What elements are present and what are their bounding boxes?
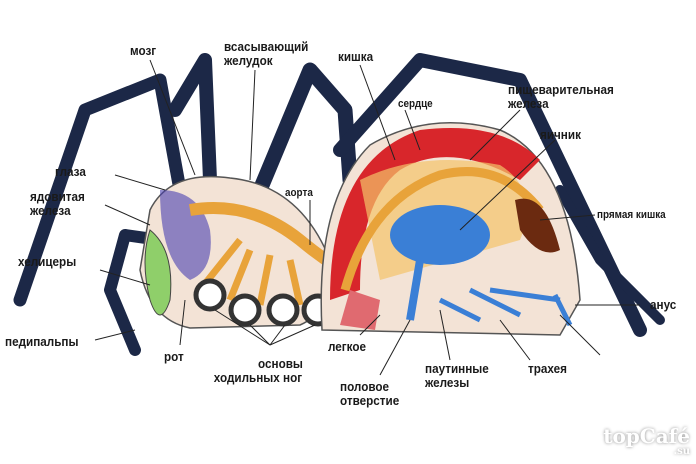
ovary: [390, 205, 490, 265]
label-legs-line1: основы: [258, 356, 303, 371]
label-genital-line2: отверстие: [340, 393, 400, 408]
label-pedipalps: педипальпы: [5, 334, 79, 349]
label-mouth: рот: [164, 349, 184, 364]
chelicera: [144, 229, 172, 316]
label-intestine: кишка: [338, 49, 374, 64]
intestine: [340, 167, 544, 292]
label-stomach-line1: всасывающий: [224, 39, 309, 54]
leg-5: [555, 185, 665, 325]
label-aorta: аорта: [285, 187, 313, 199]
label-legs-line2: ходильных ног: [213, 370, 303, 385]
label-anus: анус: [650, 297, 677, 312]
leg-1: [13, 73, 187, 307]
label-digestive-line2: железа: [508, 96, 549, 111]
rectum: [515, 198, 560, 253]
leg-2: [168, 53, 217, 187]
watermark-logo: topCafé.su: [603, 424, 690, 457]
label-stomach-line2: желудок: [224, 53, 273, 68]
watermark-sub: .su: [673, 446, 690, 457]
lung: [340, 290, 380, 330]
label-genital-line1: половое: [340, 379, 390, 394]
spinnerets: [438, 287, 573, 327]
label-rectum: прямая кишка: [597, 209, 666, 221]
leg-bases: [193, 278, 335, 327]
label-heart: сердце: [398, 98, 433, 110]
label-venom-line1: ядовитая: [30, 189, 85, 204]
label-trachea: трахея: [528, 361, 567, 376]
label-chelicerae: хелицеры: [18, 254, 77, 269]
leg-3: [252, 62, 358, 198]
abdomen: [320, 122, 581, 336]
leg-4: [333, 53, 647, 337]
label-ovary: яичник: [540, 127, 581, 142]
label-lung: легкое: [328, 339, 367, 354]
label-spinnerets-line2: железы: [425, 375, 470, 390]
label-spinnerets-line1: паутинные: [425, 361, 489, 376]
label-eyes: глаза: [55, 164, 86, 179]
label-venom-line2: железа: [30, 203, 71, 218]
watermark-main: topCafé: [603, 424, 690, 448]
leader-lines: [94, 59, 640, 376]
pedipalp: [104, 229, 166, 356]
legs: [13, 53, 665, 356]
label-brain: мозг: [130, 43, 157, 58]
label-digestive-line1: пищеварительная: [508, 82, 614, 97]
